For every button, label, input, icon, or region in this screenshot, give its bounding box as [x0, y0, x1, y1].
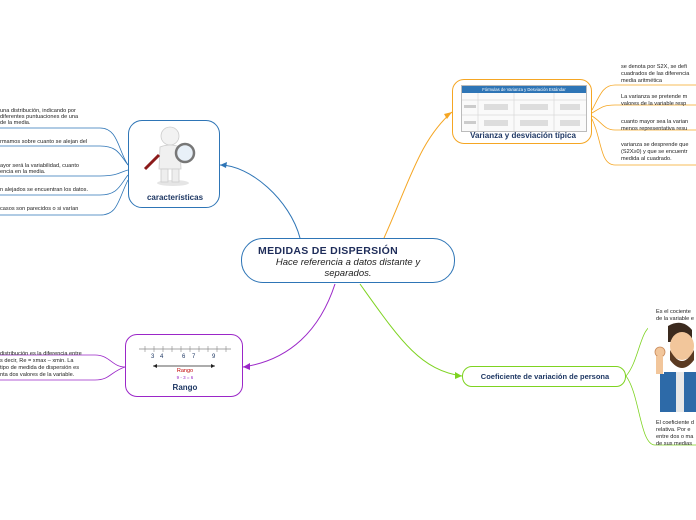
coeficiente-leaf: entre dos o ma: [656, 434, 694, 440]
rango-leaf: tipo de medida de dispersión es: [0, 365, 79, 371]
caracteristicas-leaf: casos son parecidos o si varían: [0, 206, 79, 212]
rango-leaf: distribución es la diferencia entre: [0, 351, 82, 357]
bearded-man-ok-icon: [648, 320, 696, 412]
varianza-leaf: (S2X≥0) y que se encuentr: [621, 149, 688, 155]
varianza-leaf: media aritmética: [621, 78, 663, 84]
topic-caracteristicas-label: características: [146, 193, 204, 202]
coeficiente-leaf: relativa. Por e: [656, 427, 691, 433]
rango-number: 7: [192, 354, 196, 360]
varianza-leaf: varianza se desprende que: [621, 142, 689, 148]
varianza-leaf: medida al cuadrado.: [621, 156, 672, 162]
rango-number: 3: [151, 354, 155, 360]
central-topic-subtitle-1: Hace referencia a datos distante y: [275, 257, 421, 268]
varianza-leaf: cuanto mayor sea la varian: [621, 119, 689, 125]
topic-varianza-label: Varianza y desviación típica: [470, 131, 576, 140]
rango-leaf: nta dos valores de la variable.: [0, 372, 75, 378]
varianza-leaf: menos representativa resu: [621, 126, 688, 132]
person-magnifier-icon: [143, 126, 196, 186]
varianza-leaf: cuadrados de las diferencia: [621, 71, 690, 77]
topic-caracteristicas[interactable]: características: [128, 120, 220, 208]
rango-number: 6: [182, 354, 186, 360]
formula-table-image: Fórmulas de Varianza y Desviación Estánd…: [461, 85, 587, 132]
topic-rango[interactable]: 3 4 6 7 9 Rango 9 - 3 = 6 Rango: [125, 334, 243, 397]
rango-image-caption: Rango: [176, 368, 194, 374]
central-topic-subtitle-2: separados.: [324, 268, 372, 279]
varianza-leaf: valores de la variable resp: [621, 101, 687, 107]
caracteristicas-leaf: ayor será la variabilidad, cuanto: [0, 163, 79, 169]
formula-table-title: Fórmulas de Varianza y Desviación Estánd…: [462, 86, 586, 93]
formula-grid-icon: [462, 93, 586, 131]
coeficiente-leaf: de la variable e: [656, 316, 694, 322]
central-topic-title: MEDIDAS DE DISPERSIÓN: [258, 245, 398, 257]
caracteristicas-leaf: encia en la media.: [0, 169, 46, 175]
caracteristicas-leaf: diferentes puntuaciones de una: [0, 114, 79, 120]
topic-coeficiente[interactable]: Coeficiente de variación de persona: [462, 366, 626, 387]
caracteristicas-leaf: rmamos sobre cuanto se alejan del: [0, 139, 88, 145]
coeficiente-leaf: Es el cociente: [656, 309, 691, 315]
rango-number: 4: [160, 354, 164, 360]
coeficiente-leaf: de sus medias: [656, 441, 693, 447]
central-topic[interactable]: MEDIDAS DE DISPERSIÓN Hace referencia a …: [241, 238, 455, 283]
varianza-leaf: se denota por S2X, se defi: [621, 64, 687, 70]
number-line-icon: [139, 346, 231, 368]
rango-image-formula: 9 - 3 = 6: [176, 375, 194, 380]
caracteristicas-leaf: de la media.: [0, 120, 31, 126]
coeficiente-leaf: El coeficiente d: [656, 420, 694, 426]
rango-number: 9: [212, 354, 216, 360]
topic-rango-label: Rango: [172, 383, 198, 392]
caracteristicas-leaf: una distribución, indicando por: [0, 108, 76, 114]
topic-coeficiente-label: Coeficiente de variación de persona: [480, 372, 610, 381]
rango-leaf: s decir, Re = xmax – xmin. La: [0, 358, 74, 364]
topic-varianza[interactable]: Fórmulas de Varianza y Desviación Estánd…: [452, 79, 592, 144]
varianza-leaf: La varianza se pretende m: [621, 94, 688, 100]
caracteristicas-leaf: n alejados se encuentran los datos.: [0, 187, 89, 193]
